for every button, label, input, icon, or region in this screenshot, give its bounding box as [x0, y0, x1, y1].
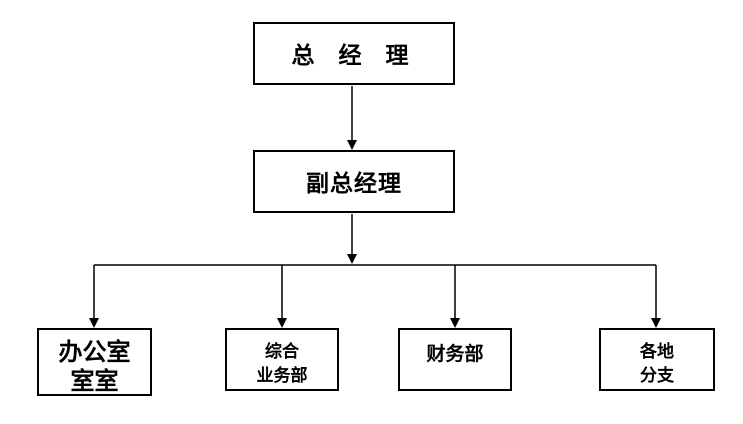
- deputy-general-manager-label: 副总经理: [306, 171, 402, 197]
- finance-label: 财务部: [400, 342, 510, 366]
- office-box: 办公室 室室: [37, 328, 152, 396]
- office-label-line1: 办公室: [58, 338, 131, 366]
- office-label-line2: 室室: [70, 367, 119, 395]
- general-business-label-line2: 业务部: [256, 366, 308, 386]
- general-manager-label: 总 经 理: [291, 43, 417, 69]
- finance-label-line1: 财务部: [426, 343, 484, 365]
- office-label: 办公室 室室: [39, 338, 150, 396]
- finance-box: 财务部: [398, 328, 512, 391]
- branches-box: 各地 分支: [599, 328, 715, 391]
- general-business-label-line1: 综合: [265, 342, 299, 362]
- branches-label-line1: 各地: [640, 342, 674, 362]
- general-manager-box: 总 经 理: [253, 22, 455, 85]
- branches-label-line2: 分支: [640, 366, 674, 386]
- general-business-box: 综合 业务部: [225, 328, 339, 391]
- branches-label: 各地 分支: [601, 340, 713, 388]
- general-business-label: 综合 业务部: [227, 340, 337, 388]
- deputy-general-manager-box: 副总经理: [253, 150, 455, 213]
